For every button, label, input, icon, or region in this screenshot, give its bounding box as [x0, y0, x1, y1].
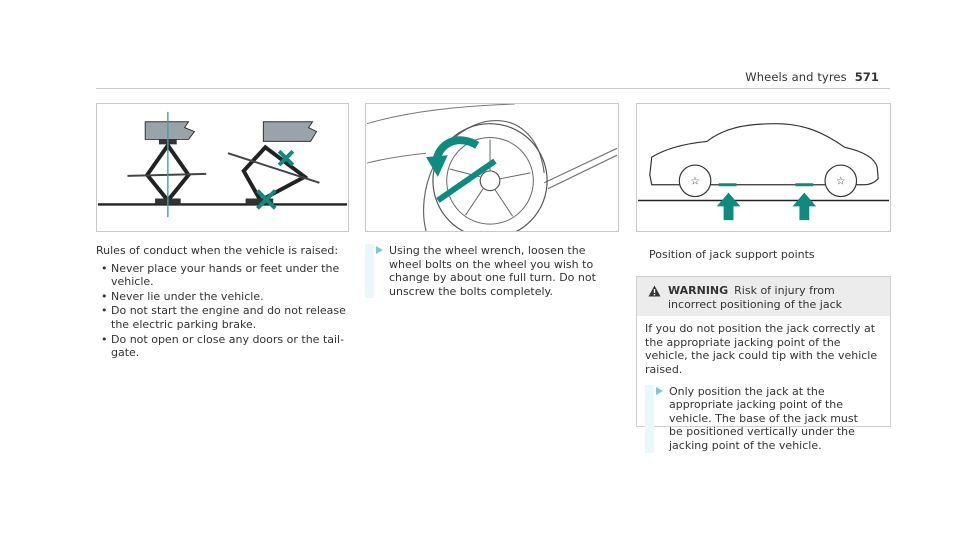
step-arrow-icon	[376, 246, 383, 254]
wheel-wrench-figure	[365, 103, 619, 232]
rules-intro: Rules of conduct when the vehicle is rai…	[96, 244, 339, 257]
list-item: Do not start the engine and do not relea…	[96, 304, 349, 331]
jack-positioning-figure	[96, 103, 349, 232]
warning-label: WARNING	[668, 284, 729, 297]
step-arrow-icon	[656, 386, 663, 395]
vehicle-illustration: ☆ ☆	[637, 123, 890, 221]
list-item: Do not open or close any doors or the ta…	[96, 333, 349, 360]
warning-title: Risk of injury from incorrect positionin…	[668, 284, 842, 311]
loosen-bolts-step: Using the wheel wrench, loosen the wheel…	[365, 244, 619, 299]
jack-support-points-figure: ☆ ☆	[636, 103, 891, 232]
step-text: Using the wheel wrench, loosen the wheel…	[389, 244, 596, 298]
svg-text:☆: ☆	[690, 175, 700, 188]
warning-triangle-icon	[648, 285, 661, 297]
warning-body: If you do not position the jack correctl…	[637, 316, 890, 453]
warning-step: Only position the jack at the appropriat…	[645, 384, 874, 453]
svg-text:☆: ☆	[836, 175, 846, 188]
step-bar	[365, 244, 374, 299]
warning-text: If you do not position the jack correctl…	[645, 322, 878, 376]
jack-illustration	[97, 111, 348, 218]
figure-caption: Position of jack support points	[649, 248, 815, 261]
list-item: Never lie under the vehicle.	[96, 290, 349, 304]
warning-step-text: Only position the jack at the appropriat…	[669, 384, 858, 452]
section-title: Wheels and tyres	[745, 70, 847, 84]
step-bar	[645, 384, 654, 453]
raised-vehicle-rules: Rules of conduct when the vehicle is rai…	[96, 244, 349, 361]
running-header: Wheels and tyres 571	[745, 70, 879, 84]
wheel-wrench-illustration	[366, 104, 618, 231]
list-item: Never place your hands or feet under the…	[96, 262, 349, 289]
rules-list: Never place your hands or feet under the…	[96, 262, 349, 360]
page-number: 571	[854, 70, 879, 84]
header-rule	[96, 88, 890, 89]
